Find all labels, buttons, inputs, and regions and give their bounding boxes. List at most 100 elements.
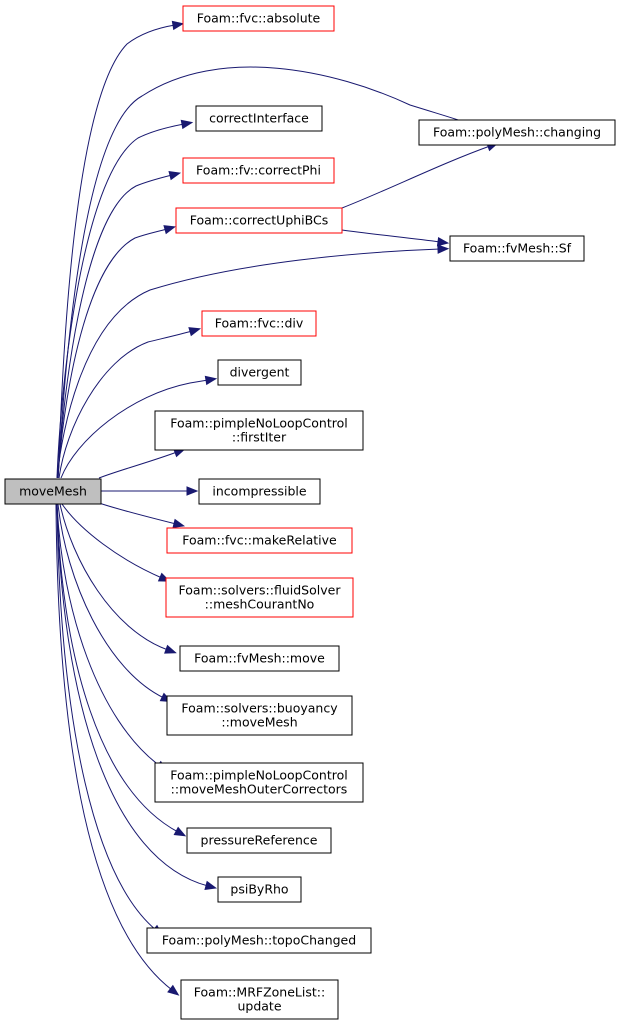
node-correctPhi[interactable]: Foam::fv::correctPhi xyxy=(182,157,335,184)
node-box[interactable] xyxy=(166,695,353,736)
edge-line xyxy=(98,502,177,525)
node-box[interactable] xyxy=(198,478,321,505)
node-makeRelative[interactable]: Foam::fvc::makeRelative xyxy=(166,527,353,554)
node-box[interactable] xyxy=(449,235,585,262)
node-box[interactable] xyxy=(217,359,302,386)
node-topoChanged[interactable]: Foam::polyMesh::topoChanged xyxy=(146,927,372,954)
arrow-head-icon xyxy=(436,236,450,247)
node-label: update xyxy=(237,999,281,1014)
edge-line xyxy=(56,503,161,767)
node-label: Foam::pimpleNoLoopControl xyxy=(170,416,348,431)
edge-line xyxy=(341,145,491,209)
node-root[interactable]: moveMesh xyxy=(4,478,102,505)
edge-root-to-pressureReference xyxy=(56,503,187,837)
node-box[interactable] xyxy=(217,876,302,903)
node-psiByRho[interactable]: psiByRho xyxy=(217,876,302,903)
edge-root-to-update xyxy=(55,503,180,996)
node-label: Foam::polyMesh::changing xyxy=(433,125,601,140)
node-label: ::moveMeshOuterCorrectors xyxy=(171,782,348,797)
edge-line xyxy=(60,379,209,479)
node-box[interactable] xyxy=(201,310,317,337)
node-label: Foam::solvers::fluidSolver xyxy=(179,583,342,598)
edge-correctUphiBCs-to-changing xyxy=(341,142,499,209)
node-incompressible[interactable]: incompressible xyxy=(198,478,321,505)
node-update[interactable]: Foam::MRFZoneList::update xyxy=(180,979,339,1020)
node-moveMeshOuterCorrectors[interactable]: Foam::pimpleNoLoopControl::moveMeshOuter… xyxy=(154,762,364,803)
node-label: Foam::fvc::makeRelative xyxy=(182,533,337,548)
edge-line xyxy=(98,451,178,479)
arrow-head-icon xyxy=(173,826,187,837)
edge-line xyxy=(57,174,173,479)
edge-root-to-makeRelative xyxy=(98,502,186,528)
node-label: Foam::fvMesh::move xyxy=(194,651,325,666)
node-label: ::meshCourantNo xyxy=(205,597,315,612)
node-box[interactable] xyxy=(154,410,364,451)
edge-line xyxy=(57,24,176,479)
node-pressureReference[interactable]: pressureReference xyxy=(186,827,332,854)
node-Sf[interactable]: Foam::fvMesh::Sf xyxy=(449,235,585,262)
node-box[interactable] xyxy=(166,527,353,554)
node-correctInterface[interactable]: correctInterface xyxy=(195,105,323,132)
node-box[interactable] xyxy=(180,979,339,1020)
edge-line xyxy=(56,503,179,833)
node-box[interactable] xyxy=(165,577,354,618)
node-box[interactable] xyxy=(154,762,364,803)
arrow-head-icon xyxy=(168,171,182,181)
arrow-head-icon xyxy=(167,984,180,996)
node-box[interactable] xyxy=(195,105,323,132)
arrow-head-icon xyxy=(164,644,177,654)
node-firstIter[interactable]: Foam::pimpleNoLoopControl::firstIter xyxy=(154,410,364,451)
edge-line xyxy=(59,503,169,651)
node-label: correctInterface xyxy=(209,111,309,126)
edge-root-to-firstIter xyxy=(98,448,186,479)
arrow-head-icon xyxy=(204,880,218,890)
edge-line xyxy=(56,248,441,479)
node-box[interactable] xyxy=(4,478,102,505)
node-box[interactable] xyxy=(186,827,332,854)
arrow-head-icon xyxy=(437,244,450,254)
node-changing[interactable]: Foam::polyMesh::changing xyxy=(418,119,616,146)
node-box[interactable] xyxy=(182,5,335,32)
node-label: ::firstIter xyxy=(232,430,287,445)
node-box[interactable] xyxy=(179,645,340,672)
edge-line xyxy=(341,229,441,243)
edge-root-to-meshCourantNo xyxy=(61,503,171,582)
arrow-head-icon xyxy=(186,486,199,496)
edge-root-to-correctPhi xyxy=(57,171,182,479)
arrow-head-icon xyxy=(163,225,177,235)
arrow-head-icon xyxy=(172,518,186,528)
node-box[interactable] xyxy=(182,157,335,184)
node-div[interactable]: Foam::fvc::div xyxy=(201,310,317,337)
edges-layer xyxy=(55,20,499,996)
node-label: Foam::correctUphiBCs xyxy=(190,213,329,228)
edge-line xyxy=(61,503,163,579)
node-absolute[interactable]: Foam::fvc::absolute xyxy=(182,5,335,32)
arrow-head-icon xyxy=(204,375,218,386)
node-meshCourantNo[interactable]: Foam::solvers::fluidSolver::meshCourantN… xyxy=(165,577,354,618)
arrow-head-icon xyxy=(188,327,201,337)
node-label: Foam::fvc::div xyxy=(215,316,304,331)
arrow-head-icon xyxy=(171,20,185,31)
node-label: Foam::solvers::buoyancy xyxy=(181,701,338,716)
edge-root-to-psiByRho xyxy=(56,503,218,890)
edge-line xyxy=(55,503,173,991)
node-divergent[interactable]: divergent xyxy=(217,359,302,386)
node-box[interactable] xyxy=(175,207,343,234)
node-box[interactable] xyxy=(146,927,372,954)
node-label: Foam::fvc::absolute xyxy=(197,11,321,26)
node-correctUphiBCs[interactable]: Foam::correctUphiBCs xyxy=(175,207,343,234)
edge-root-to-Sf xyxy=(56,244,450,479)
nodes-layer: moveMesh Foam::fvc::absolutecorrectInterf… xyxy=(4,5,616,1020)
edge-root-to-buoyancyMoveMesh xyxy=(57,503,173,703)
edge-root-to-correctInterface xyxy=(56,119,194,479)
node-move[interactable]: Foam::fvMesh::move xyxy=(179,645,340,672)
edge-line xyxy=(57,66,477,479)
node-label: Foam::MRFZoneList:: xyxy=(194,985,325,1000)
node-buoyancyMoveMesh[interactable]: Foam::solvers::buoyancy::moveMesh xyxy=(166,695,353,736)
node-label: Foam::fvMesh::Sf xyxy=(463,241,572,256)
edge-line xyxy=(58,330,193,479)
node-box[interactable] xyxy=(418,119,616,146)
edge-root-to-move xyxy=(59,503,177,654)
node-label: moveMesh xyxy=(19,484,87,499)
